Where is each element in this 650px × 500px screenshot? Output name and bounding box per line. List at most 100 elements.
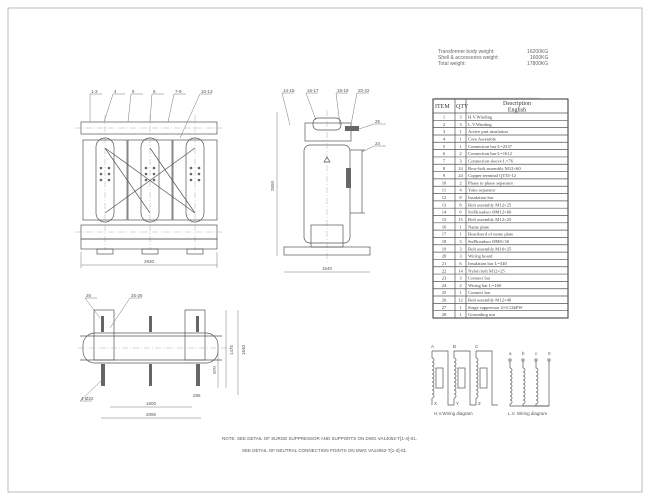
row-qty: 1	[459, 136, 462, 141]
row-item: 17	[442, 232, 447, 237]
weights-block: Transformer body weight: 16200KG Shell &…	[435, 49, 548, 99]
row-description: Surge suppressor 2×0.12kPW	[468, 305, 523, 310]
row-description: Connection bar L=1612	[468, 151, 513, 156]
row-item: 1	[443, 115, 446, 120]
row-description: Bolt assembly M12×25	[468, 202, 512, 207]
lv-phase-winding: a	[508, 351, 549, 407]
row-qty: 3	[459, 122, 462, 127]
callout-label: 26	[86, 293, 92, 298]
row-description: Wiring board	[468, 254, 493, 259]
row-item: 18	[442, 239, 447, 244]
row-item: 10	[442, 180, 447, 185]
row-item: 3	[443, 129, 446, 134]
hv-end-label: Y	[456, 401, 459, 406]
row-qty: 1	[459, 312, 462, 317]
row-description: Grounding nut	[468, 312, 496, 317]
side-height-dimension: 2650	[270, 180, 275, 191]
callout-label: 14-15	[283, 88, 295, 93]
row-description: Bolt assembly M12×40	[468, 298, 512, 303]
row-qty: 24	[458, 166, 463, 171]
row-description: H.V.Winding	[468, 115, 493, 120]
note-line-2: SEE DETAIL OF NEUTRAL CONNECTION POINTS …	[242, 448, 407, 453]
lv-phase-winding: c	[534, 351, 549, 407]
row-description: Connection bar L=2337	[468, 144, 513, 149]
row-item: 25	[442, 290, 447, 295]
row-qty: 2	[459, 151, 462, 156]
row-description: Nylon bolt M12×25	[468, 268, 505, 273]
total-weight-value: 17800KG	[527, 61, 548, 67]
shell-weight-label: Shell & accessories weight:	[438, 55, 499, 61]
row-item: 9	[443, 173, 446, 178]
hv-terminal-label: A	[431, 344, 434, 349]
table-row: 15 15 Bolt assembly M12×25	[442, 217, 512, 222]
hv-phase-winding: AX	[431, 344, 454, 406]
row-qty: 2	[459, 283, 462, 288]
row-qty: 14	[458, 268, 463, 273]
row-item: 19	[442, 246, 447, 251]
row-qty: 2	[459, 180, 462, 185]
lv-terminal-label: 0	[548, 351, 551, 356]
lv-phase-winding: 0	[547, 351, 551, 406]
body-weight-value: 16200KG	[527, 49, 548, 55]
row-qty: 3	[459, 158, 462, 163]
header-description: Description	[503, 101, 531, 107]
plan-depth-dimension: 1475	[229, 344, 234, 355]
row-description: Sn/Broadsor ØM12×60	[468, 210, 512, 215]
row-item: 12	[442, 195, 447, 200]
hv-terminal-label: B	[453, 344, 456, 349]
row-description: Wiring bar L=160	[468, 283, 502, 288]
phase-coil	[172, 115, 218, 255]
row-item: 6	[443, 151, 446, 156]
row-item: 28	[442, 312, 447, 317]
row-qty: 1	[459, 305, 462, 310]
row-qty: 6	[459, 261, 462, 266]
shell-weight-value: 1600KG	[530, 55, 548, 61]
row-item: 15	[442, 217, 447, 222]
hv-phase-winding: BY	[453, 344, 476, 406]
header-item: ITEM	[435, 104, 450, 110]
plan-gauge-dimension: 1600	[146, 401, 157, 406]
plan-center-dimension: 870	[212, 366, 217, 374]
row-item: 23	[442, 276, 447, 281]
hv-end-label: X	[434, 401, 437, 406]
callout-label: 24	[375, 141, 381, 146]
lv-terminal-label: a	[509, 351, 512, 356]
row-description: Bolt assembly M12×25	[468, 217, 512, 222]
callout-label: 16-17	[307, 88, 319, 93]
row-description: Active part insulation	[468, 129, 509, 134]
table-row: 6 2 Connection bar L=1612	[443, 151, 513, 156]
header-english: English	[508, 108, 526, 114]
row-description: Phase to phase separator	[468, 180, 513, 185]
row-item: 21	[442, 261, 447, 266]
row-description: Core Assemble	[468, 136, 496, 141]
hv-wiring-label: H.V.Wiring diagram	[434, 411, 473, 416]
row-item: 26	[442, 298, 447, 303]
row-qty: 3	[459, 254, 462, 259]
table-row: 17 1 Boardsord of name plate	[442, 232, 514, 237]
row-qty: 1	[459, 290, 462, 295]
row-description: Boardsord of name plate	[468, 232, 513, 237]
hv-end-label: Z	[478, 401, 481, 406]
row-qty: 12	[458, 298, 463, 303]
row-description: Bolt assembly M16×25	[468, 246, 512, 251]
row-item: 27	[442, 305, 447, 310]
row-qty: 3	[459, 239, 462, 244]
callout-label: 1-3	[91, 89, 98, 94]
front-width-dimension: 2930	[144, 259, 155, 264]
row-qty: 1	[459, 232, 462, 237]
row-qty: 15	[458, 217, 463, 222]
row-item: 14	[442, 210, 447, 215]
